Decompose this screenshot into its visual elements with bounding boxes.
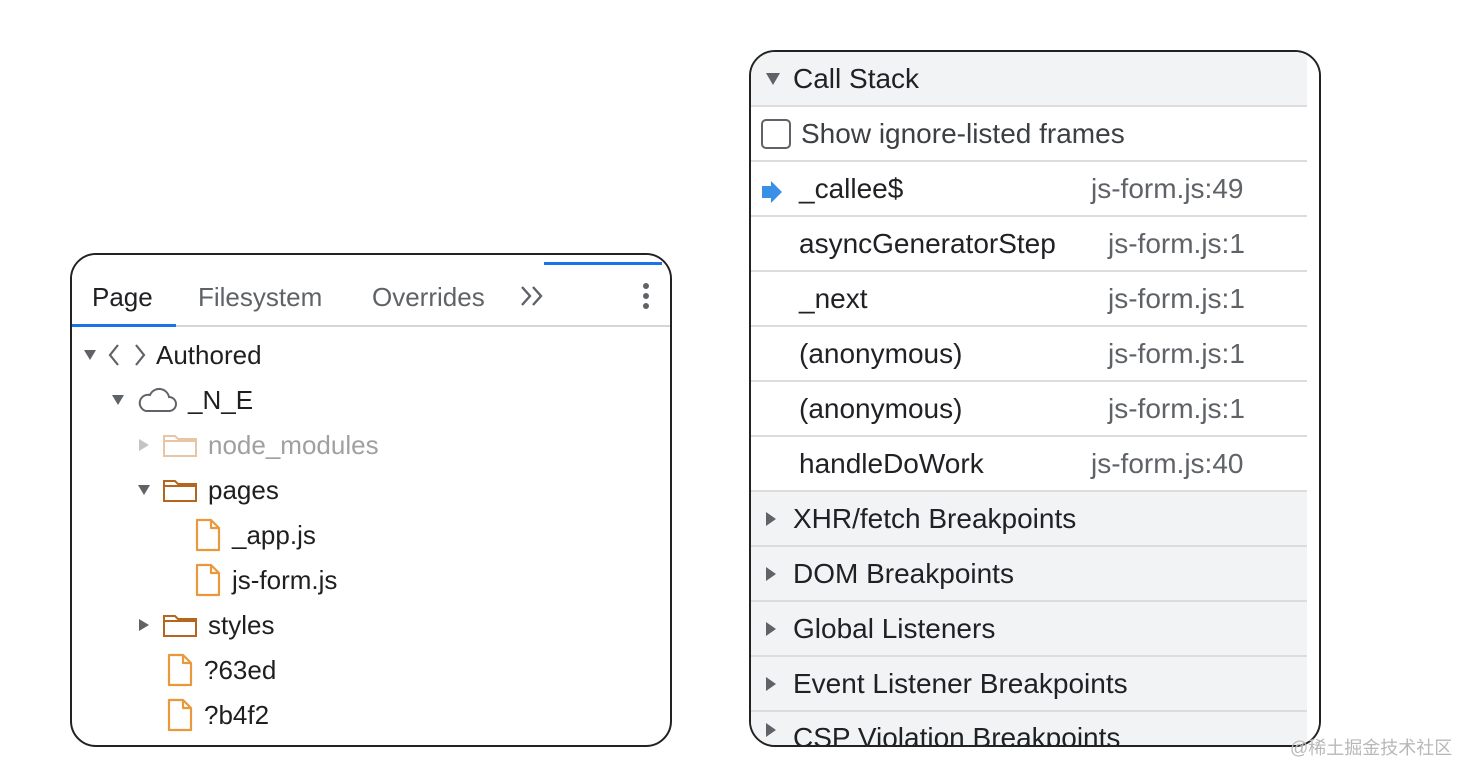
- navigator-tabbar: Page Filesystem Overrides: [72, 255, 670, 327]
- triangle-right-icon[interactable]: [136, 437, 152, 453]
- current-frame-arrow-icon: [761, 178, 783, 210]
- triangle-right-icon[interactable]: [136, 617, 152, 633]
- call-frame-row[interactable]: asyncGeneratorStep js-form.js:1: [751, 217, 1307, 272]
- folder-icon: [162, 477, 198, 503]
- section-global-listeners[interactable]: Global Listeners: [751, 602, 1307, 657]
- scrollbar-track[interactable]: [1305, 52, 1319, 745]
- tree-item-styles[interactable]: styles: [136, 605, 274, 645]
- section-title: XHR/fetch Breakpoints: [793, 502, 1077, 534]
- triangle-down-icon: [765, 72, 781, 86]
- tree-item-label: pages: [208, 474, 279, 505]
- frame-function-name: _next: [799, 282, 868, 314]
- call-frame-row[interactable]: _next js-form.js:1: [751, 272, 1307, 327]
- file-icon: [194, 518, 222, 552]
- tab-filesystem[interactable]: Filesystem: [198, 282, 323, 312]
- call-frame-row[interactable]: _callee$ js-form.js:49: [751, 162, 1307, 217]
- show-ignore-listed-checkbox[interactable]: [761, 118, 791, 149]
- triangle-right-icon: [765, 566, 781, 582]
- checkbox-label: Show ignore-listed frames: [801, 117, 1125, 149]
- file-icon: [166, 698, 194, 732]
- tree-item-label: js-form.js: [232, 564, 338, 595]
- tree-item-b4f2[interactable]: ?b4f2: [166, 695, 269, 735]
- frame-function-name: (anonymous): [799, 337, 963, 369]
- sources-navigator-panel: Page Filesystem Overrides Authored _N_E …: [70, 253, 672, 747]
- tree-item-label: styles: [208, 609, 275, 640]
- double-chevron-icon[interactable]: [518, 281, 548, 311]
- section-dom-breakpoints[interactable]: DOM Breakpoints: [751, 547, 1307, 602]
- tree-item-label: ?63ed: [204, 654, 277, 685]
- call-frame-row[interactable]: (anonymous) js-form.js:1: [751, 382, 1307, 437]
- tree-item-pages[interactable]: pages: [136, 470, 279, 510]
- tree-item-label: _app.js: [232, 519, 316, 550]
- call-frame-row[interactable]: (anonymous) js-form.js:1: [751, 327, 1307, 382]
- section-title: DOM Breakpoints: [793, 557, 1014, 589]
- tree-item-63ed[interactable]: ?63ed: [166, 650, 276, 690]
- frame-function-name: _callee$: [799, 172, 904, 204]
- section-title: CSP Violation Breakpoints: [793, 722, 1121, 747]
- tab-overflow-indicator: [544, 262, 662, 265]
- section-title: Call Stack: [793, 62, 920, 94]
- tree-item-label: node_modules: [208, 429, 379, 460]
- section-xhr-fetch-breakpoints[interactable]: XHR/fetch Breakpoints: [751, 492, 1307, 547]
- file-icon: [166, 653, 194, 687]
- code-brackets-icon: [108, 342, 146, 368]
- frame-location-link[interactable]: js-form.js:49: [1091, 172, 1244, 204]
- file-icon: [194, 563, 222, 597]
- section-title: Event Listener Breakpoints: [793, 667, 1128, 699]
- tree-item-label: _N_E: [188, 384, 254, 415]
- tree-item-authored[interactable]: Authored: [82, 335, 262, 375]
- show-ignore-listed-row[interactable]: Show ignore-listed frames: [751, 107, 1307, 162]
- tree-item-app-js[interactable]: _app.js: [194, 515, 316, 555]
- frame-function-name: handleDoWork: [799, 447, 984, 479]
- tree-item-label: ?b4f2: [204, 699, 270, 730]
- tab-page[interactable]: Page: [92, 282, 153, 312]
- tree-item-node-modules[interactable]: node_modules: [136, 425, 379, 465]
- tree-item-js-form-js[interactable]: js-form.js: [194, 560, 337, 600]
- frame-location-link[interactable]: js-form.js:1: [1108, 227, 1245, 259]
- frame-location-link[interactable]: js-form.js:40: [1091, 447, 1244, 479]
- section-csp-violation-breakpoints[interactable]: CSP Violation Breakpoints: [751, 712, 1307, 747]
- folder-icon: [162, 612, 198, 638]
- section-event-listener-breakpoints[interactable]: Event Listener Breakpoints: [751, 657, 1307, 712]
- triangle-right-icon: [765, 676, 781, 692]
- call-frame-row[interactable]: handleDoWork js-form.js:40: [751, 437, 1307, 492]
- folder-icon: [162, 432, 198, 458]
- tree-item-label: Authored: [156, 339, 262, 370]
- triangle-right-icon: [765, 722, 781, 738]
- frame-function-name: asyncGeneratorStep: [799, 227, 1056, 259]
- triangle-right-icon: [765, 621, 781, 637]
- tab-overrides[interactable]: Overrides: [372, 282, 485, 312]
- kebab-menu-icon[interactable]: [636, 281, 656, 313]
- frame-location-link[interactable]: js-form.js:1: [1108, 282, 1245, 314]
- triangle-right-icon: [765, 511, 781, 527]
- frame-location-link[interactable]: js-form.js:1: [1108, 337, 1245, 369]
- section-call-stack[interactable]: Call Stack: [751, 52, 1307, 107]
- debugger-sidebar-panel: Call Stack Show ignore-listed frames _ca…: [749, 50, 1321, 747]
- triangle-down-icon[interactable]: [110, 392, 126, 408]
- section-title: Global Listeners: [793, 612, 996, 644]
- triangle-down-icon[interactable]: [136, 482, 152, 498]
- active-tab-underline: [72, 324, 176, 327]
- triangle-down-icon[interactable]: [82, 347, 98, 363]
- frame-function-name: (anonymous): [799, 392, 963, 424]
- cloud-icon: [136, 386, 178, 414]
- watermark: @稀土掘金技术社区: [1290, 738, 1453, 758]
- frame-location-link[interactable]: js-form.js:1: [1108, 392, 1245, 424]
- tree-item-n-e[interactable]: _N_E: [110, 380, 253, 420]
